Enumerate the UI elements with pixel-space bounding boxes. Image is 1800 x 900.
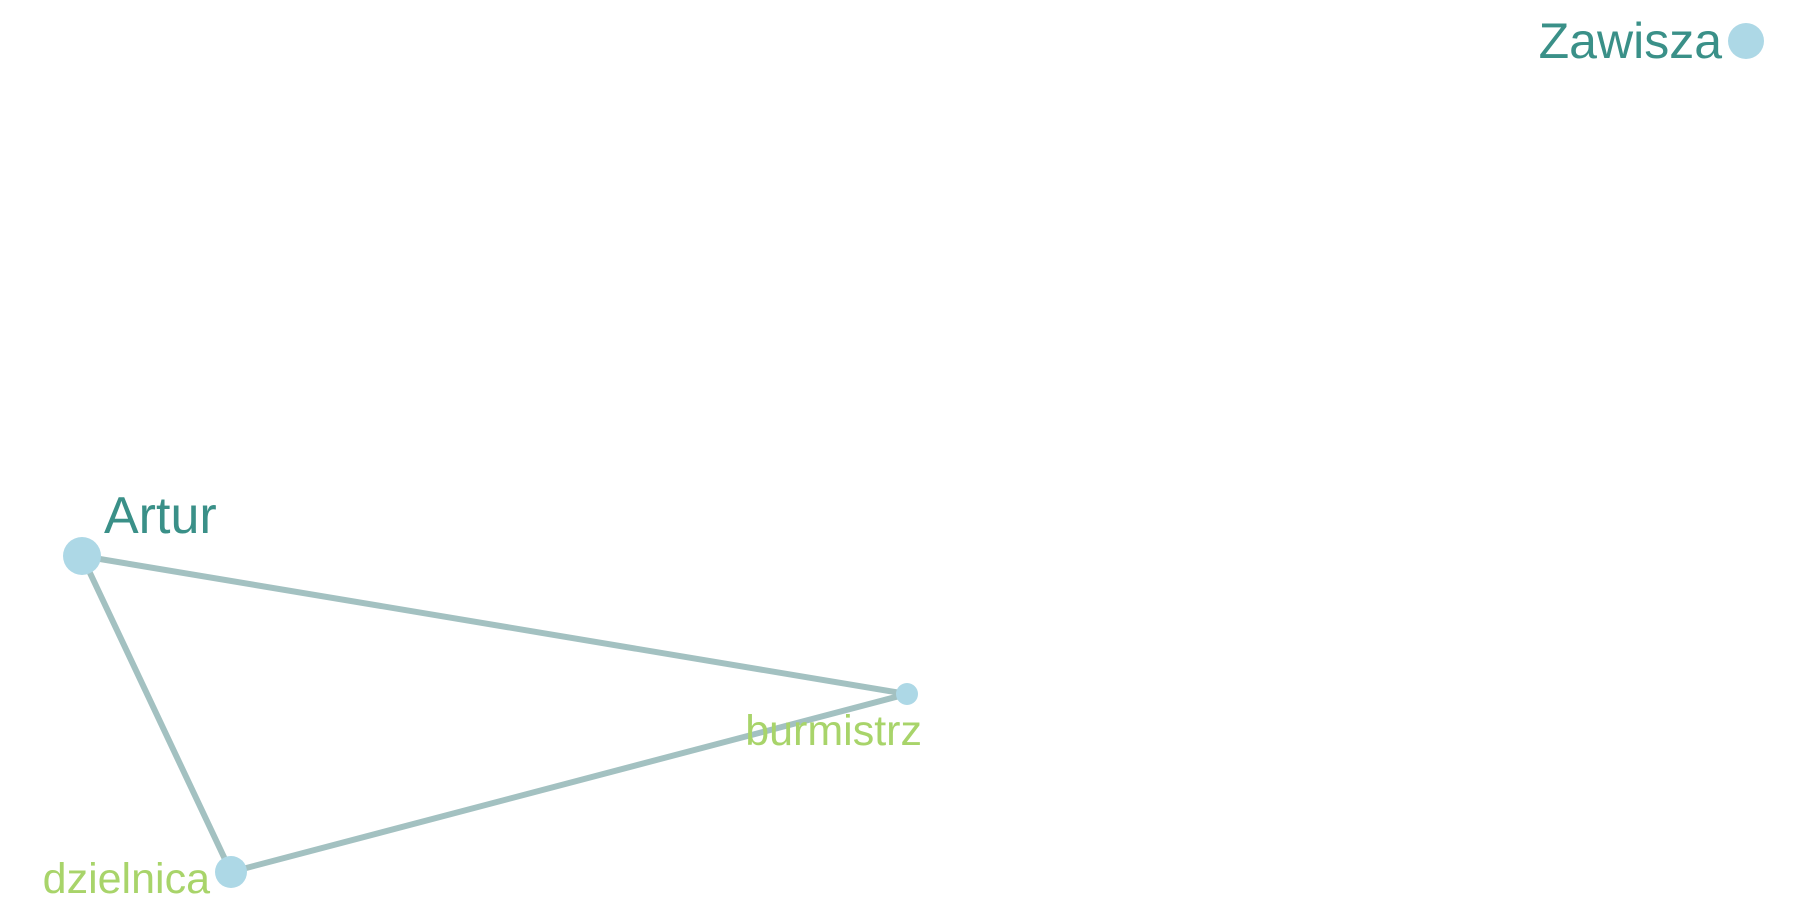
edge-dzielnica-burmistrz [228,691,910,875]
node-label-burmistrz: burmistrz [745,707,922,755]
node-label-dzielnica: dzielnica [43,855,210,900]
node-dzielnica [215,856,247,888]
edge-artur-dzielnica [79,553,234,875]
edges-layer [79,553,910,875]
nodes-layer [63,23,1764,888]
node-artur [63,537,101,575]
edge-artur-burmistrz [79,553,910,697]
node-zawisza [1728,23,1764,59]
node-label-artur: Artur [104,487,217,545]
node-burmistrz [896,683,918,705]
node-label-zawisza: Zawisza [1539,13,1723,69]
